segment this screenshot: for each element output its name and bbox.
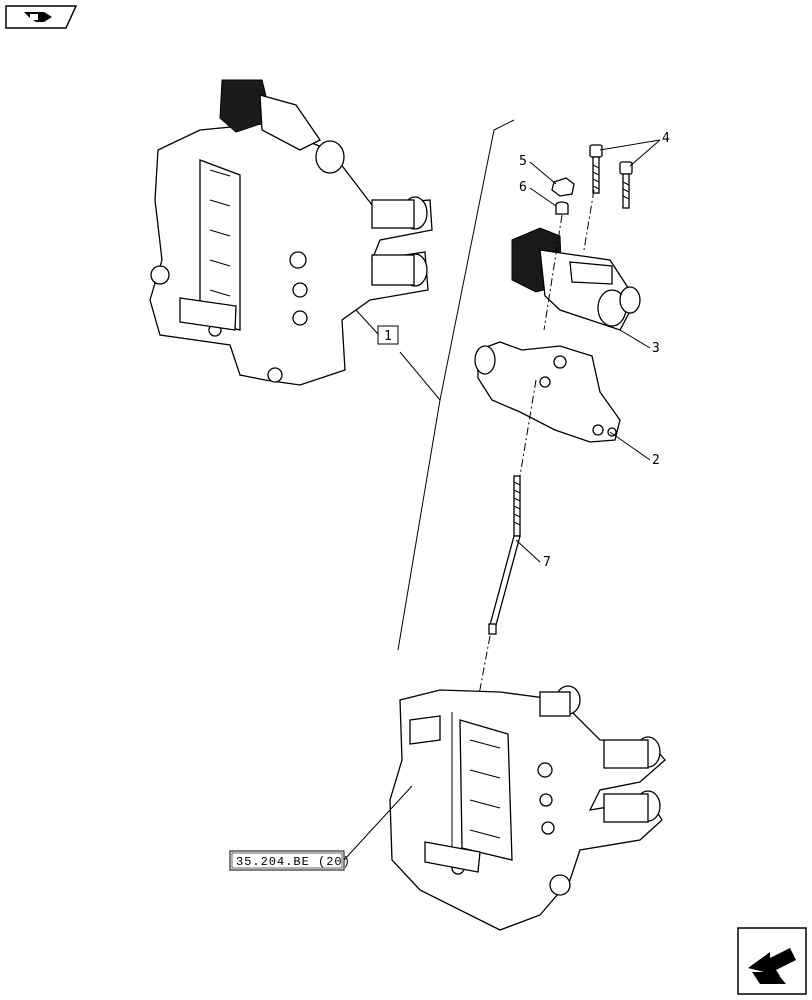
callout-3: 3 bbox=[619, 329, 660, 356]
valve-body-illustration bbox=[474, 341, 621, 443]
page-forward-arrow-icon bbox=[748, 948, 796, 984]
screw-illustration bbox=[589, 144, 633, 209]
callout-1: 1 bbox=[355, 309, 399, 345]
prev-page-button[interactable] bbox=[5, 5, 78, 29]
callout-1-label: 1 bbox=[384, 329, 392, 344]
callout-3-label: 3 bbox=[652, 341, 660, 356]
page-back-arrow-icon bbox=[24, 12, 52, 22]
spacer-illustration bbox=[555, 201, 569, 215]
callout-7: 7 bbox=[515, 539, 551, 570]
solenoid-section-illustration bbox=[511, 227, 641, 331]
callout-5-label: 5 bbox=[519, 154, 527, 169]
callout-4-label: 4 bbox=[662, 131, 670, 146]
callout-6-label: 6 bbox=[519, 180, 527, 195]
lower-valve-illustration bbox=[389, 685, 666, 931]
nut-illustration bbox=[551, 177, 575, 197]
next-page-button[interactable] bbox=[737, 927, 807, 995]
assembled-valve-illustration bbox=[149, 79, 433, 386]
callout-6: 6 bbox=[519, 180, 557, 207]
tie-rod-illustration bbox=[488, 475, 521, 635]
reference-callout[interactable]: 35.204.BE (20) bbox=[229, 785, 413, 871]
reference-label: 35.204.BE (20) bbox=[236, 855, 351, 869]
callout-7-label: 7 bbox=[543, 555, 551, 570]
callout-2-label: 2 bbox=[652, 453, 660, 468]
callout-2: 2 bbox=[609, 431, 660, 468]
section-boundary-line bbox=[397, 119, 515, 651]
callout-5: 5 bbox=[519, 154, 557, 185]
callout-4: 4 bbox=[599, 131, 670, 167]
